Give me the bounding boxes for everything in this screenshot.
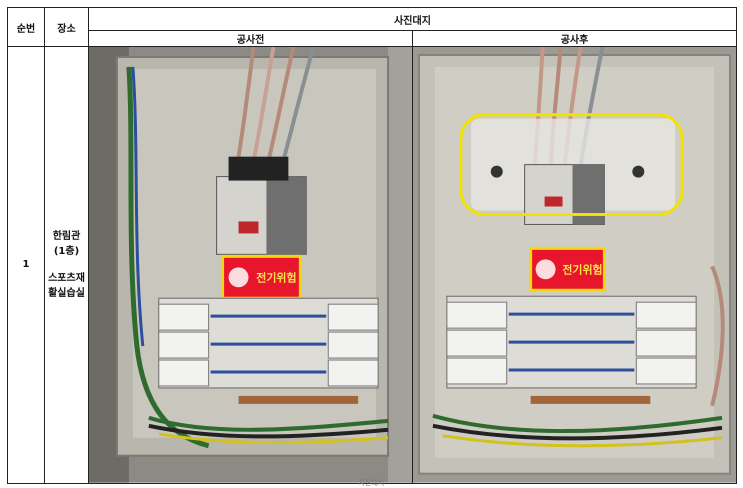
header-photo-sheet: 사진대지 xyxy=(88,7,737,31)
header-after: 공사후 xyxy=(412,30,737,47)
after-warning-text: 전기위험 xyxy=(562,262,602,276)
before-panel-illustration: 전기위험 xyxy=(89,47,412,483)
header-before: 공사전 xyxy=(88,30,413,47)
header-number: 순번 xyxy=(7,7,45,47)
before-photo: 전기위험 xyxy=(88,46,413,484)
after-highlight-outline xyxy=(459,113,684,216)
row-place: 한림관 (1층) 스포츠재 활실습실 xyxy=(44,46,89,484)
photo-ledger-table: 순번 장소 사진대지 공사전 공사후 1 한림관 (1층) 스포츠재 활실습실 xyxy=(7,7,737,484)
page-caption: 사진대지 xyxy=(358,479,385,487)
row-number: 1 xyxy=(7,46,45,484)
place-floor: (1층) xyxy=(53,245,80,257)
place-room-line1: 스포츠재 xyxy=(48,272,85,284)
after-photo: 전기위험 xyxy=(412,46,737,484)
place-building: 한림관 xyxy=(52,230,81,242)
table-row: 1 한림관 (1층) 스포츠재 활실습실 xyxy=(7,46,737,484)
place-room-line2: 활실습실 xyxy=(48,287,85,299)
header-place: 장소 xyxy=(44,7,89,47)
before-warning-text: 전기위험 xyxy=(256,270,296,284)
after-panel-illustration: 전기위험 xyxy=(413,47,736,483)
